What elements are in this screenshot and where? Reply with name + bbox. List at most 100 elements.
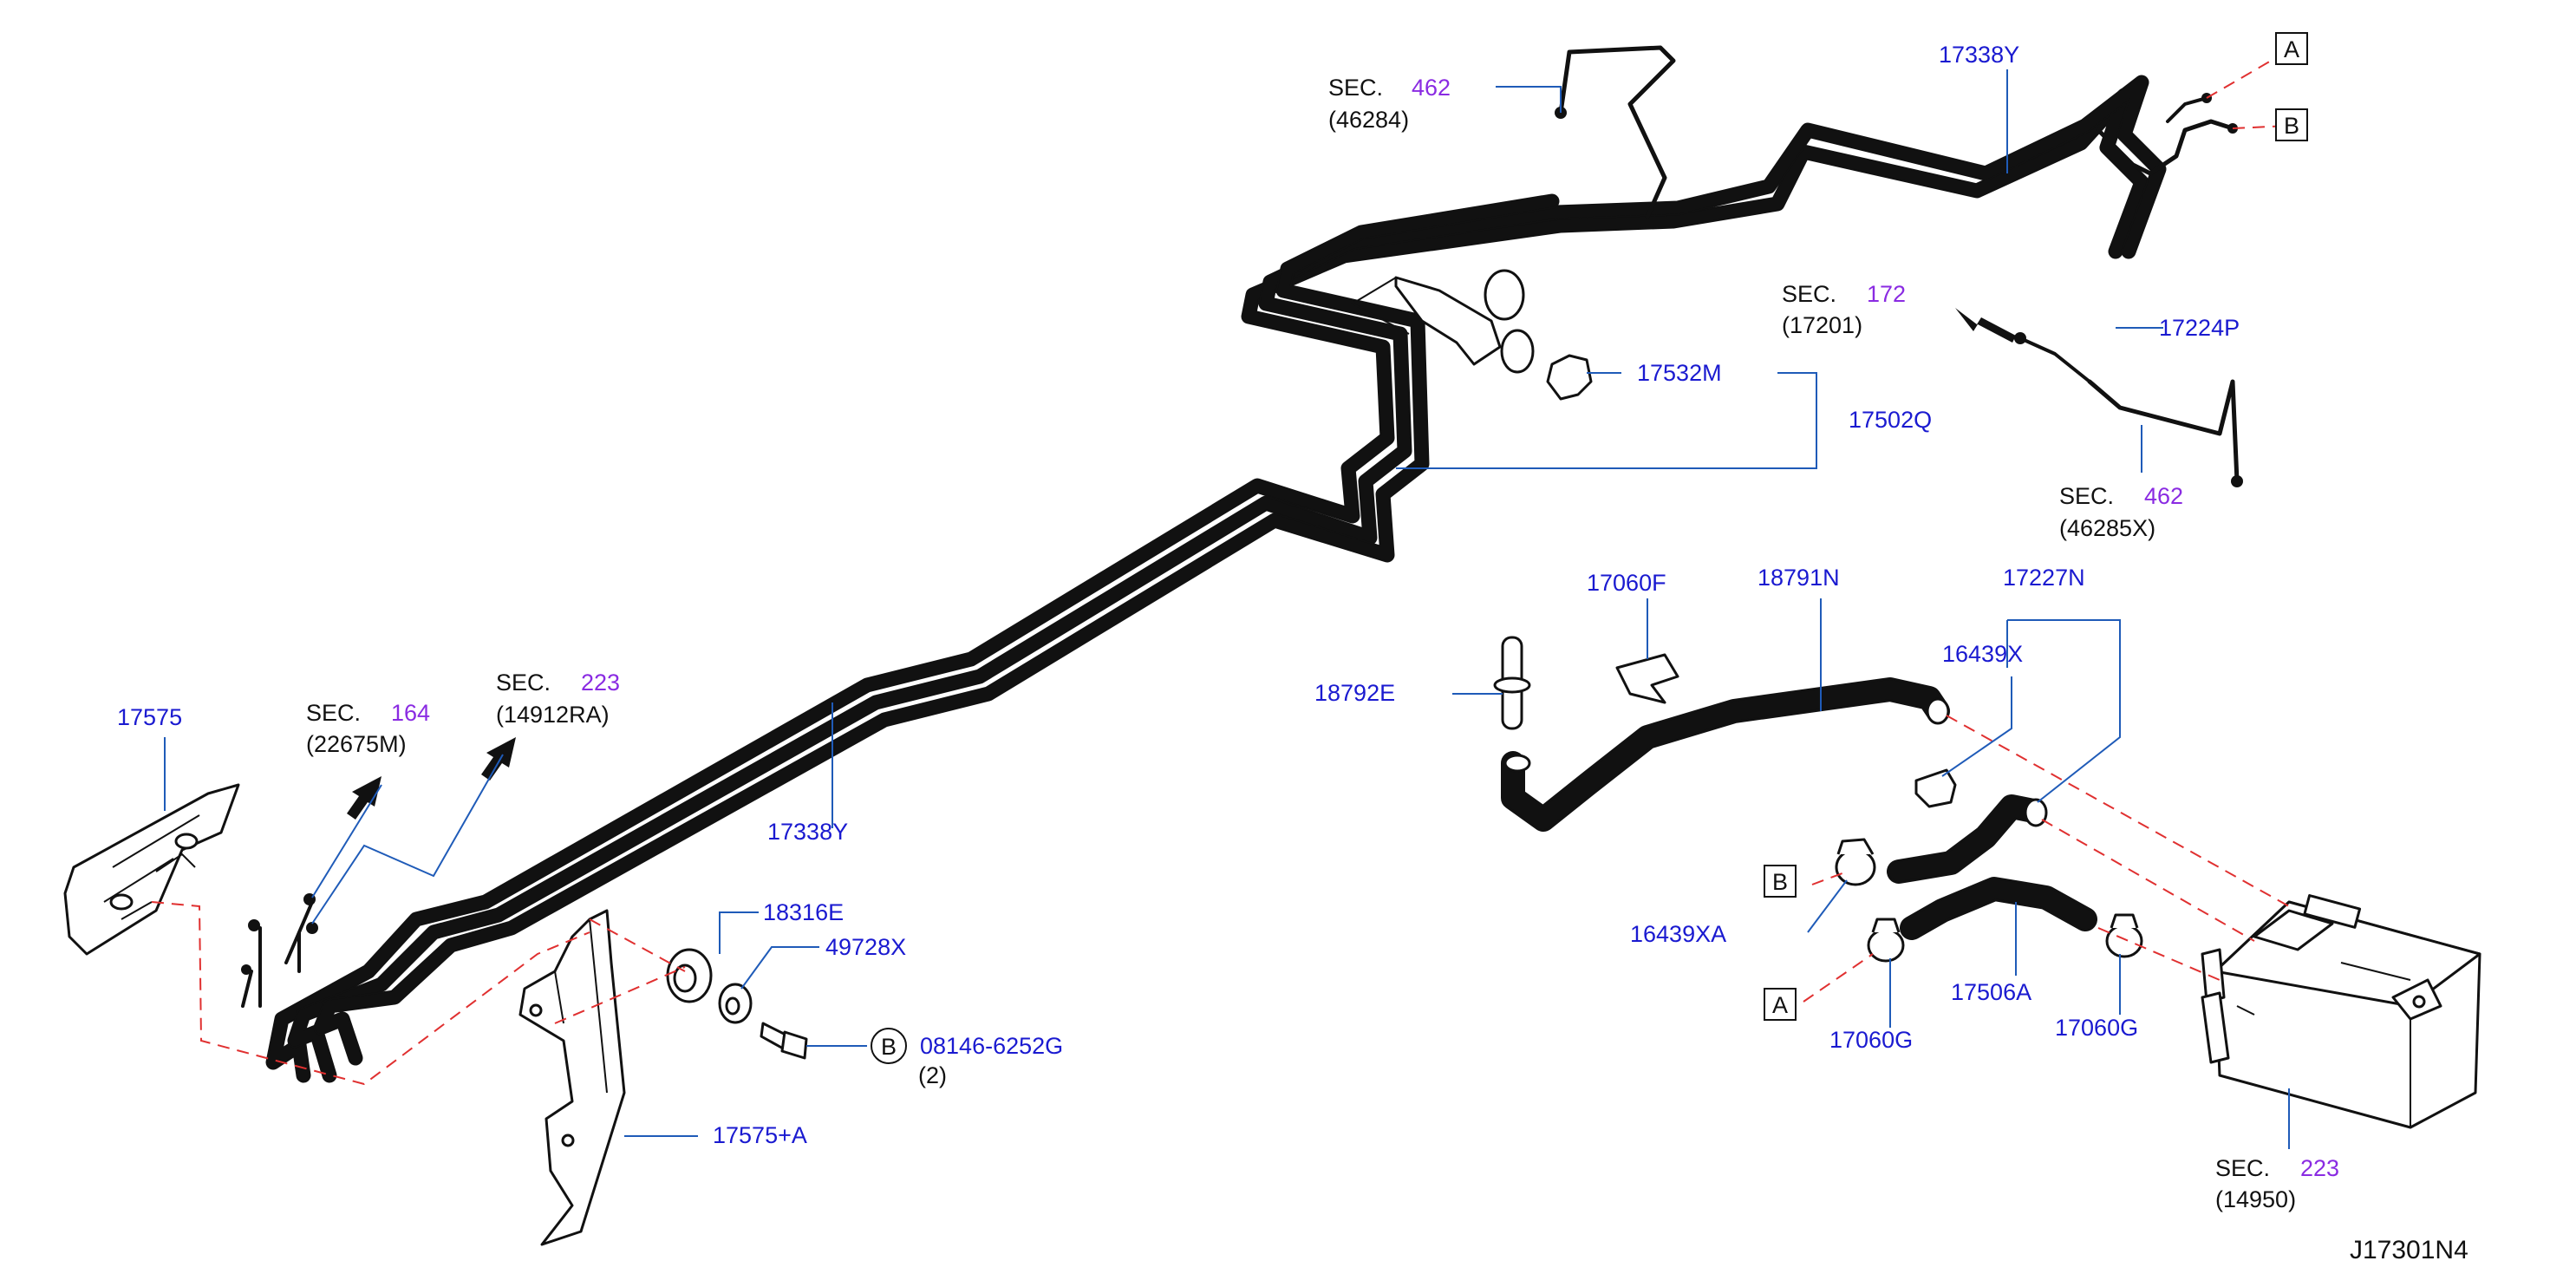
hose-17506A-inner xyxy=(1902,879,2095,937)
marker-a-top-label: A xyxy=(2284,36,2299,62)
arrow-to-sec-172 xyxy=(1955,308,2016,343)
dash-bracket-to-grommet xyxy=(554,918,686,1024)
leader-22675M xyxy=(311,784,382,898)
sec-word-462-right: SEC. xyxy=(2059,483,2114,509)
bolt-08146-6252G xyxy=(760,1022,808,1060)
part-17060F: 17060F xyxy=(1587,570,1666,596)
bracket-17575A xyxy=(518,909,626,1246)
sec-word-462-top: SEC. xyxy=(1328,75,1383,101)
tube-left-ends xyxy=(241,900,314,1008)
clamp-17060G-left xyxy=(1867,918,1905,963)
part-17338Y-bottom: 17338Y xyxy=(767,819,848,845)
part-08146-qty: (2) xyxy=(918,1062,947,1088)
part-49728X: 49728X xyxy=(825,934,906,960)
leader-46284 xyxy=(1496,86,1562,113)
dash-a-to-clamp xyxy=(1803,953,1874,1003)
hose-18791N-end-right xyxy=(1926,697,1950,725)
dash-17506A-to-canister xyxy=(2097,927,2221,981)
tube-end-46285x xyxy=(2231,475,2243,487)
part-17506A: 17506A xyxy=(1951,979,2031,1005)
tube-end-left-3 xyxy=(306,922,318,934)
clip-17060F xyxy=(1615,653,1679,704)
sec-code-14950: (14950) xyxy=(2215,1186,2296,1212)
sec-word-223-bottom: SEC. xyxy=(2215,1155,2270,1181)
part-17224P: 17224P xyxy=(2159,315,2240,341)
sec-num-462-top: 462 xyxy=(1412,75,1451,101)
leader-49728X xyxy=(740,946,819,990)
part-17575: 17575 xyxy=(117,704,182,730)
hose-17227N-end xyxy=(2024,798,2048,827)
marker-a-left-label: A xyxy=(1772,992,1788,1018)
bolt-mark-label: B xyxy=(881,1034,897,1060)
marker-box-b-left: B xyxy=(1764,865,1797,898)
marker-box-a-top: A xyxy=(2275,32,2308,65)
part-17060G-right: 17060G xyxy=(2055,1015,2138,1041)
leader-16439XA xyxy=(1807,879,1848,933)
arrow-to-sec-223 xyxy=(481,737,516,781)
sec-code-22675m: (22675M) xyxy=(306,731,407,757)
clamp-16439X xyxy=(1914,768,1957,808)
sec-code-14912ra: (14912RA) xyxy=(496,702,610,728)
sec-num-172: 172 xyxy=(1867,281,1906,307)
marker-circle-b-bolt: B xyxy=(871,1028,907,1064)
tube-branch-a xyxy=(2166,96,2208,123)
hose-18791N-end-top xyxy=(1503,754,1531,773)
dash-17227N-to-canister xyxy=(2041,819,2255,942)
tube-bundle-17338Y xyxy=(265,75,2167,1083)
dash-a-top xyxy=(2206,49,2290,99)
arrow-to-sec-164 xyxy=(347,776,382,820)
leader-14912RA xyxy=(311,754,504,924)
collar-49728X xyxy=(718,983,753,1024)
sec-code-17201: (17201) xyxy=(1782,312,1862,338)
tube-end-17201 xyxy=(2014,332,2026,344)
leader-18316E xyxy=(719,911,759,954)
sec-num-223-top: 223 xyxy=(581,670,620,696)
dash-b-to-clamp xyxy=(1811,871,1848,885)
part-17502Q: 17502Q xyxy=(1849,407,1932,433)
marker-b-top-label: B xyxy=(2284,113,2299,139)
sec-code-46285x: (46285X) xyxy=(2059,515,2155,541)
sec-num-223-bottom: 223 xyxy=(2300,1155,2339,1181)
heat-shield-17575 xyxy=(63,783,240,956)
part-18791N: 18791N xyxy=(1758,565,1840,591)
part-08146-6252G: 08146-6252G xyxy=(920,1033,1063,1059)
tube-branch-46285x xyxy=(2087,379,2240,484)
clamp-17060G-right xyxy=(2105,913,2143,958)
dash-17575-to-tubes xyxy=(151,901,590,1086)
sec-word-223-top: SEC. xyxy=(496,670,551,696)
tube-branch-17201 xyxy=(2018,336,2091,383)
leader-17227N xyxy=(2006,619,2121,803)
part-17338Y-top: 17338Y xyxy=(1939,42,2019,68)
hose-18791N-inner xyxy=(1503,680,1947,829)
connector-18792E xyxy=(1493,636,1531,730)
grommet-18316E xyxy=(666,948,713,1003)
part-18792E: 18792E xyxy=(1314,680,1395,706)
part-17532M: 17532M xyxy=(1637,360,1722,386)
quick-connector-17502Q xyxy=(1350,269,1593,401)
marker-b-left-label: B xyxy=(1772,869,1788,895)
clamp-16439XA xyxy=(1835,838,1876,886)
part-17575A: 17575+A xyxy=(713,1122,807,1148)
part-16439X: 16439X xyxy=(1942,641,2023,667)
dash-18791N-to-canister xyxy=(1946,715,2290,907)
leader-17502Q xyxy=(1396,372,1817,469)
part-18316E: 18316E xyxy=(763,899,844,925)
sec-num-164: 164 xyxy=(391,700,430,726)
part-17060G-left: 17060G xyxy=(1829,1027,1913,1053)
tube-branch-ab xyxy=(2096,119,2235,176)
tube-end-left-1 xyxy=(248,919,260,931)
marker-box-a-left: A xyxy=(1764,988,1797,1021)
evap-canister xyxy=(2201,894,2481,1129)
sec-code-46284: (46284) xyxy=(1328,107,1409,133)
tube-branch-46284 xyxy=(1558,45,1676,219)
hose-17227N-inner xyxy=(1889,797,2043,881)
diagram-code: J17301N4 xyxy=(2350,1236,2468,1264)
tube-end-left-4 xyxy=(241,964,251,975)
leader-16439X xyxy=(1941,676,2012,777)
part-17227N: 17227N xyxy=(2003,565,2085,591)
sec-num-462-right: 462 xyxy=(2144,483,2183,509)
part-16439XA: 16439XA xyxy=(1630,921,1726,947)
marker-box-b-top: B xyxy=(2275,108,2308,141)
